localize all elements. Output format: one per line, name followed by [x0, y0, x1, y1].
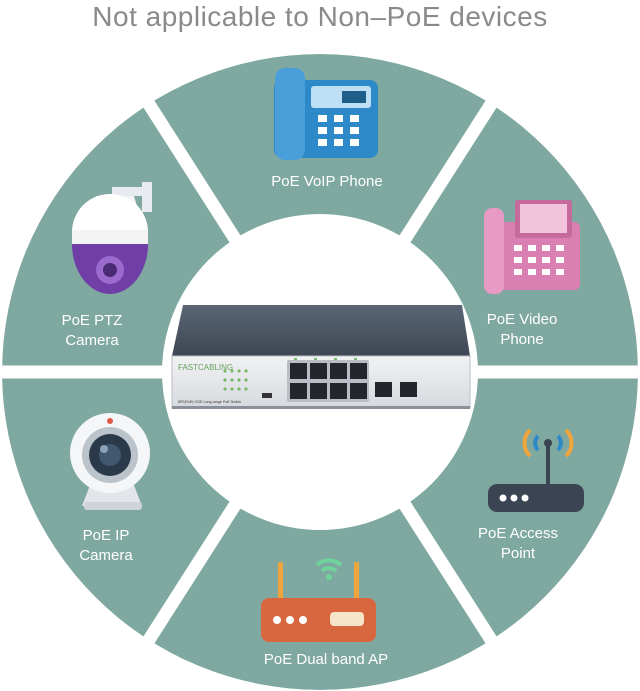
label-dual-band-ap: PoE Dual band AP	[264, 651, 388, 668]
page-title: Not applicable to Non–PoE devices	[92, 1, 548, 32]
switch-ports	[287, 358, 417, 402]
label-ptz-camera-1: PoE PTZ	[62, 312, 123, 329]
label-ptz-camera-2: Camera	[65, 332, 119, 349]
label-ip-camera-1: PoE IP	[83, 527, 130, 544]
video-phone-icon	[484, 200, 580, 294]
dual-band-ap-icon	[261, 558, 376, 642]
poe-switch: FASTCABLING 8FE|PoE|+2GE Long-range PoE …	[171, 305, 471, 409]
switch-brand: FASTCABLING	[178, 363, 233, 372]
label-access-point-1: PoE Access	[478, 525, 558, 542]
ptz-camera-icon	[72, 182, 152, 294]
label-ip-camera-2: Camera	[79, 547, 133, 564]
label-access-point-2: Point	[501, 545, 536, 562]
label-voip-phone: PoE VoIP Phone	[271, 173, 382, 190]
label-video-phone-2: Phone	[500, 331, 543, 348]
switch-model: 8FE|PoE|+2GE Long-range PoE Switch	[178, 400, 241, 404]
label-video-phone-1: PoE Video	[487, 311, 558, 328]
access-point-icon	[488, 428, 584, 512]
voip-phone-icon	[274, 68, 378, 160]
ip-camera-icon	[70, 413, 150, 510]
